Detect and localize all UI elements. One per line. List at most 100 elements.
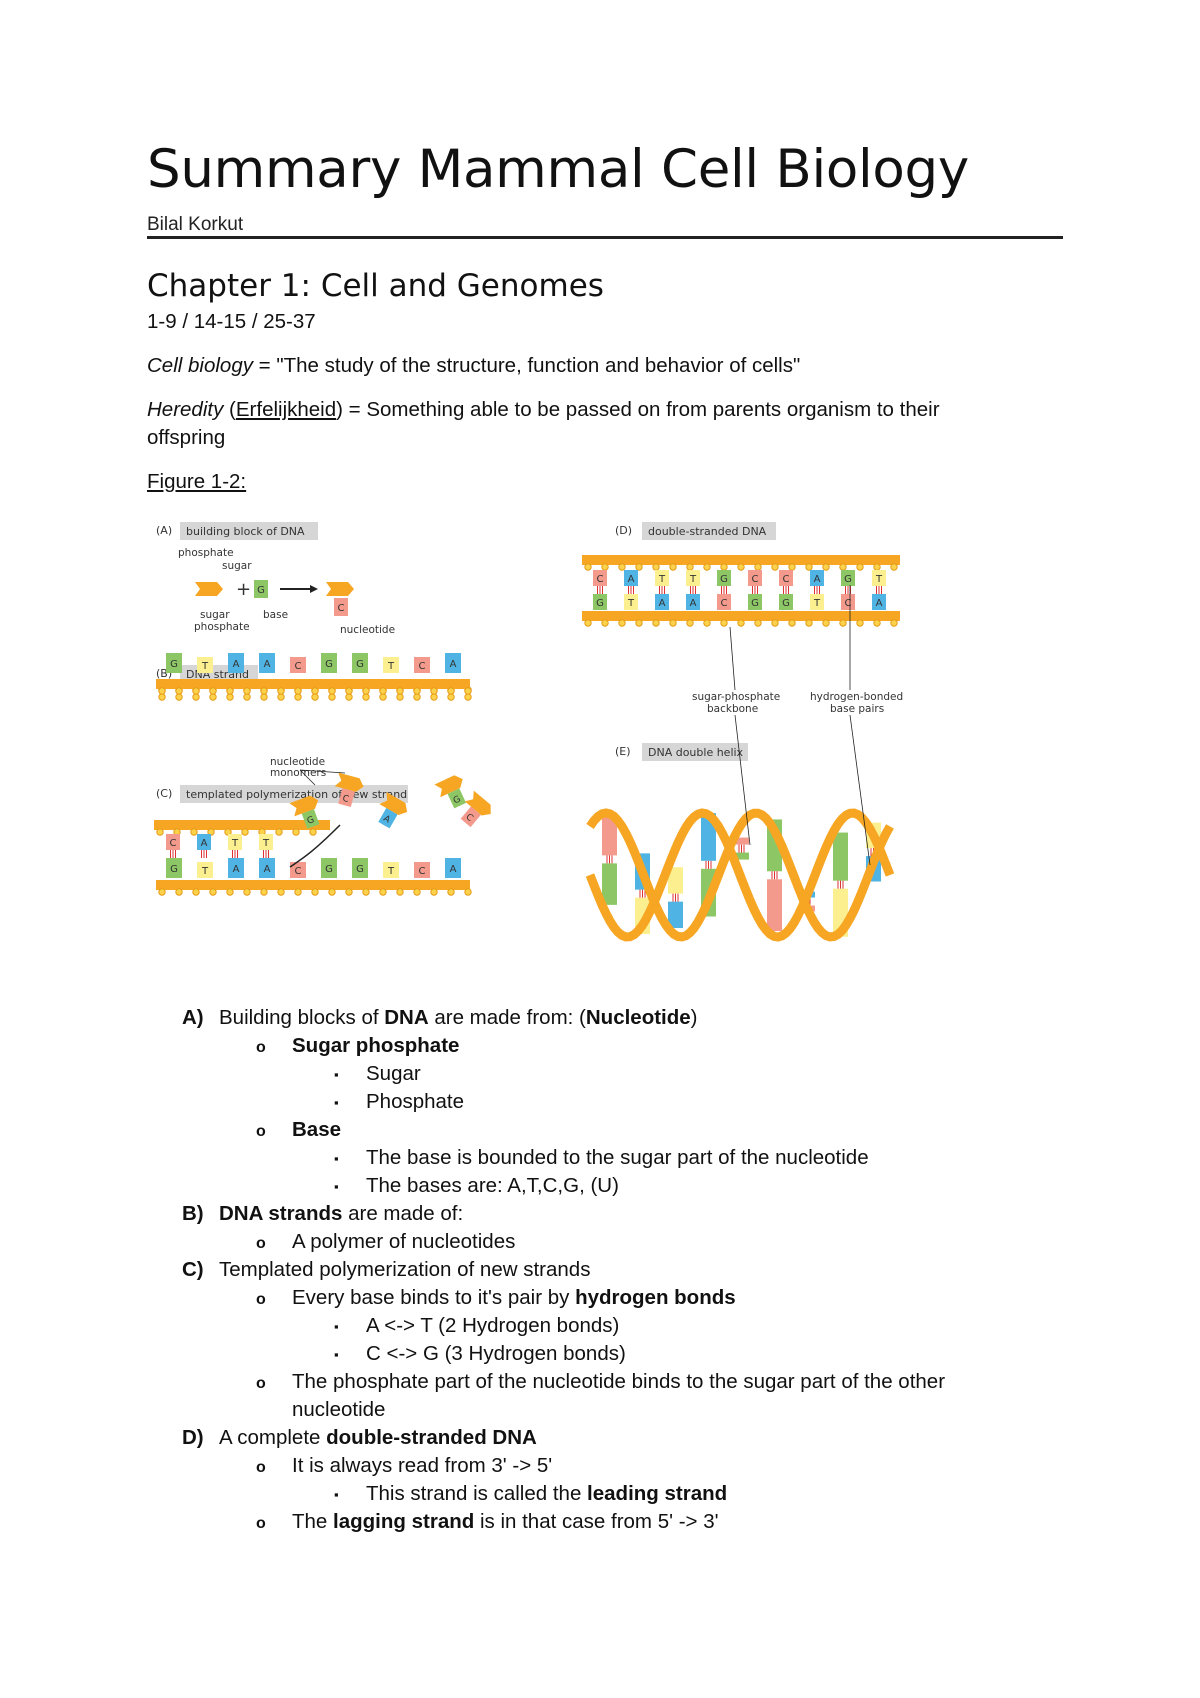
list-item: ▪Phosphate xyxy=(0,1088,1200,1116)
list-text-run: double-stranded DNA xyxy=(326,1426,537,1449)
phosphate-dot xyxy=(686,563,694,571)
phosphate-dot xyxy=(413,687,421,695)
label-phosphate: phosphate xyxy=(178,547,234,559)
sugar-phosphate-unit xyxy=(195,582,223,596)
phosphate-dot xyxy=(856,563,864,571)
d-top-backbone xyxy=(582,555,900,565)
phosphate-dot xyxy=(430,687,438,695)
phosphate-dot xyxy=(737,619,745,627)
term-heredity: Heredity xyxy=(147,398,224,421)
list-text: nucleotide xyxy=(292,1396,385,1424)
b-base xyxy=(352,653,368,673)
list-text-run: This strand is called the xyxy=(366,1482,588,1505)
base-letter: T xyxy=(387,866,395,877)
phosphate-dot xyxy=(822,563,830,571)
c-bottom-base xyxy=(383,862,399,878)
c-bottom-base xyxy=(414,862,430,878)
phosphate-dot xyxy=(669,563,677,571)
backbone-pointer-2 xyxy=(734,714,751,846)
phosphate-dot xyxy=(584,619,592,627)
list-text-run: A complete xyxy=(219,1426,327,1449)
list-marker: o xyxy=(256,1291,266,1308)
list-marker: o xyxy=(256,1515,266,1532)
base-letter: C xyxy=(170,838,177,849)
list-text: This strand is called the leading strand xyxy=(366,1480,727,1508)
helix-base xyxy=(734,852,749,860)
definition-heredity-cont: offspring xyxy=(147,426,226,449)
list-text: Sugar xyxy=(366,1060,421,1088)
list-text-run: C <-> G (3 Hydrogen bonds) xyxy=(366,1342,626,1365)
d-top-base xyxy=(593,570,607,586)
phosphate-dot xyxy=(292,828,300,836)
list-marker: o xyxy=(256,1375,266,1392)
polymerization-arrow xyxy=(289,824,341,868)
monomer-base xyxy=(447,788,467,809)
list-text: A complete double-stranded DNA xyxy=(219,1424,537,1452)
plus-sign: + xyxy=(236,579,251,600)
list-text: It is always read from 3' -> 5' xyxy=(292,1452,552,1480)
document-title: Summary Mammal Cell Biology xyxy=(147,139,969,200)
base-letter: C xyxy=(419,661,426,672)
definition-heredity: Heredity (Erfelijkheid) = Something able… xyxy=(147,398,940,421)
list-text: The lagging strand is in that case from … xyxy=(292,1508,719,1536)
base-letter: G xyxy=(257,585,265,596)
panel-d-title-bg xyxy=(642,522,776,540)
list-item: ▪This strand is called the leading stran… xyxy=(0,1480,1200,1508)
panel-c-title: templated polymerization of new strand xyxy=(186,788,407,801)
phosphate-dot xyxy=(396,888,404,896)
phosphate-dot xyxy=(737,563,745,571)
label-sugar-phosphate-2: phosphate xyxy=(194,621,250,633)
title-rule xyxy=(147,236,1063,239)
base-letter: C xyxy=(419,866,426,877)
phosphate-dot xyxy=(447,888,455,896)
list-text: DNA strands are made of: xyxy=(219,1200,463,1228)
phosphate-dot xyxy=(601,619,609,627)
list-text-run: Templated polymerization of new strands xyxy=(219,1258,591,1281)
phosphate-dot xyxy=(618,563,626,571)
list-text: Templated polymerization of new strands xyxy=(219,1256,590,1284)
d-top-base xyxy=(841,570,855,586)
label-hbonded-2: base pairs xyxy=(830,703,884,715)
base-letter: T xyxy=(262,838,270,849)
base-letter: A xyxy=(876,598,883,609)
phosphate-dot xyxy=(396,687,404,695)
c-bottom-base xyxy=(228,858,244,878)
phosphate-dot xyxy=(362,693,370,701)
list-marker: A) xyxy=(182,1006,204,1029)
d-bottom-base xyxy=(810,594,824,610)
phosphate-dot xyxy=(277,888,285,896)
d-bottom-base xyxy=(624,594,638,610)
label-base: base xyxy=(263,609,288,621)
list-text: The bases are: A,T,C,G, (U) xyxy=(366,1172,619,1200)
phosphate-dot xyxy=(158,687,166,695)
c-bottom-backbone xyxy=(156,880,470,890)
list-text-run: leading strand xyxy=(587,1482,728,1505)
list-text-run: DNA xyxy=(384,1006,429,1029)
base-letter: C xyxy=(845,598,852,609)
dna-figure: (A) building block of DNA (B) DNA strand… xyxy=(154,522,903,942)
base-letter: A xyxy=(450,864,457,875)
chapter-heading: Chapter 1: Cell and Genomes xyxy=(147,268,604,304)
c-top-base xyxy=(197,834,211,850)
monomer-sugar xyxy=(464,790,491,816)
base-letter: A xyxy=(233,659,240,670)
phosphate-dot xyxy=(311,693,319,701)
list-text: Base xyxy=(292,1116,341,1144)
phosphate-dot xyxy=(294,687,302,695)
phosphate-dot xyxy=(584,563,592,571)
panel-e-tag: (E) xyxy=(615,745,631,758)
base-letter: G xyxy=(170,659,178,670)
phosphate-dot xyxy=(277,693,285,701)
list-text: C <-> G (3 Hydrogen bonds) xyxy=(366,1340,626,1368)
b-base xyxy=(197,657,213,673)
backbone-pointer xyxy=(729,626,736,691)
phosphate-dot xyxy=(192,888,200,896)
list-text-run: Base xyxy=(292,1118,342,1141)
phosphate-dot xyxy=(635,563,643,571)
list-text: A polymer of nucleotides xyxy=(292,1228,515,1256)
phosphate-dot xyxy=(379,693,387,701)
phosphate-dot xyxy=(686,619,694,627)
list-text-run: Sugar xyxy=(366,1062,421,1085)
